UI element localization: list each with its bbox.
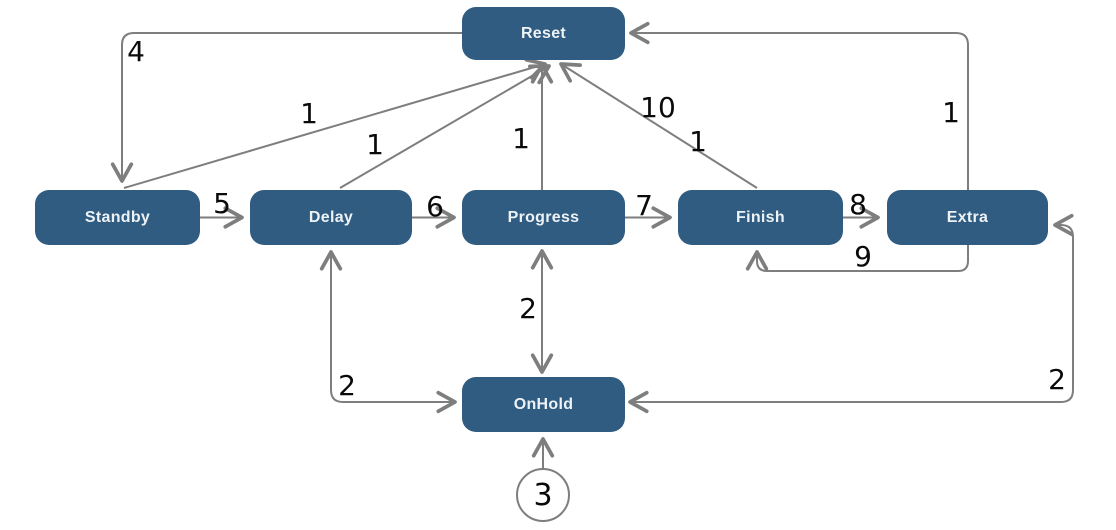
edge-label-extra-onhold: 2: [1048, 363, 1066, 396]
node-standby-label: Standby: [84, 208, 151, 226]
edge-extra-onhold: [628, 213, 1074, 414]
node-extra: Extra: [887, 190, 1048, 245]
node-finish: Finish: [678, 190, 843, 245]
node-standby: Standby: [35, 190, 200, 245]
edge-label-extra-reset: 1: [942, 96, 960, 129]
node-progress-label: Progress: [507, 208, 580, 226]
edge-label-progress-onhold: 2: [519, 292, 537, 325]
edge-label-standby-delay: 5: [213, 187, 231, 220]
edge-standby-reset: [123, 57, 547, 189]
edge-label-delay-onhold: 2: [338, 369, 356, 402]
edge-label-progress-reset: 1: [512, 122, 530, 155]
edge-label-extra-finish: 9: [854, 240, 872, 273]
edge-label-finish-reset-10: 10: [640, 91, 676, 124]
node-delay: Delay: [250, 190, 412, 245]
node-reset-label: Reset: [520, 24, 567, 42]
edge-finish-reset: [559, 62, 758, 189]
node-onhold-label: OnHold: [513, 395, 574, 413]
edge-label-standby-reset: 1: [300, 97, 318, 130]
edge-label-finish-reset-1: 1: [689, 125, 707, 158]
edge-label-delay-progress: 6: [426, 190, 444, 223]
node-reset: Reset: [462, 7, 625, 60]
edge-reset-standby: [110, 32, 462, 183]
edge-label-finish-extra: 8: [849, 188, 867, 221]
node-finish-label: Finish: [736, 208, 785, 226]
edge-label-progress-finish: 7: [635, 189, 653, 222]
edge-delay-reset: [339, 64, 551, 189]
node-extra-label: Extra: [946, 208, 989, 226]
node-delay-label: Delay: [308, 208, 354, 226]
node-onhold: OnHold: [462, 377, 625, 432]
start-circle: [516, 468, 570, 522]
edge-label-delay-reset: 1: [366, 128, 384, 161]
node-progress: Progress: [462, 190, 625, 245]
edge-extra-reset: [629, 21, 969, 190]
start-circle-label: 3: [533, 478, 553, 513]
edge-delay-onhold: [319, 250, 457, 414]
edge-label-reset-standby: 4: [127, 35, 145, 68]
